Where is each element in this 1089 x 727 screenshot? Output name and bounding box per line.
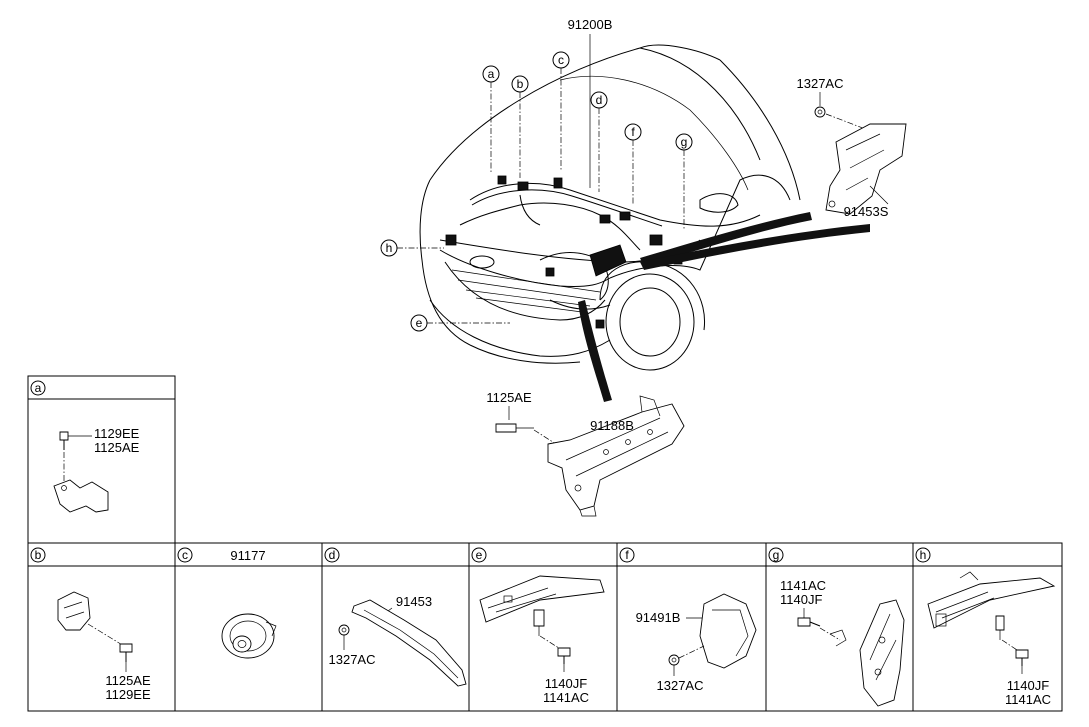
cross-member-assembly: 1125AE 91188B <box>486 390 685 517</box>
cross-member-label: 91188B <box>590 418 634 433</box>
detail-row-frame <box>27 542 1063 712</box>
svg-text:b: b <box>517 77 524 91</box>
svg-text:e: e <box>476 548 483 562</box>
detail-panel-d: d 91453 1327AC <box>324 547 467 687</box>
detail-panel-c: c 91177 <box>177 547 277 659</box>
callout-leaders <box>397 34 685 324</box>
right-nut-label: 1327AC <box>797 76 844 91</box>
svg-text:1141AC: 1141AC <box>1005 692 1051 707</box>
right-bracket-label: 91453S <box>844 204 889 219</box>
svg-text:91491B: 91491B <box>636 610 681 625</box>
callout-g: g <box>675 133 693 151</box>
callout-a: a <box>482 65 500 83</box>
callout-c: c <box>552 51 570 69</box>
vehicle-front-view <box>419 44 801 371</box>
svg-text:g: g <box>681 135 688 149</box>
detail-panel-f: f 91491B 1327AC <box>619 547 757 693</box>
svg-text:1327AC: 1327AC <box>657 678 704 693</box>
svg-text:1129EE: 1129EE <box>105 687 151 702</box>
svg-text:h: h <box>386 241 393 255</box>
svg-text:1140JF: 1140JF <box>545 676 587 691</box>
svg-text:h: h <box>920 548 927 562</box>
callout-f: f <box>624 123 642 141</box>
svg-text:d: d <box>596 93 603 107</box>
right-bracket-assembly: 1327AC 91453S <box>797 76 907 219</box>
callout-e: e <box>410 314 428 332</box>
svg-text:f: f <box>631 125 635 139</box>
svg-text:a: a <box>35 381 42 395</box>
callout-b: b <box>511 75 529 93</box>
detail-panel-b: b 1125AE 1129EE <box>30 547 151 702</box>
callout-d: d <box>590 91 608 109</box>
svg-text:d: d <box>329 548 336 562</box>
callout-h: h <box>380 239 398 257</box>
svg-text:1140JF: 1140JF <box>780 592 822 607</box>
svg-text:1129EE: 1129EE <box>94 426 140 441</box>
detail-panel-e: e 1140JF 1141AC <box>471 547 605 705</box>
svg-text:a: a <box>488 67 495 81</box>
cross-bolt-label: 1125AE <box>486 390 532 405</box>
svg-text:1125AE: 1125AE <box>105 673 151 688</box>
svg-text:1140JF: 1140JF <box>1007 678 1049 693</box>
svg-text:b: b <box>35 548 42 562</box>
detail-panel-g: g 1141AC 1140JF <box>768 547 905 707</box>
svg-text:e: e <box>416 316 423 330</box>
svg-text:1327AC: 1327AC <box>329 652 376 667</box>
harness-part-number: 91200B <box>568 17 613 32</box>
svg-text:c: c <box>182 548 188 562</box>
svg-text:f: f <box>625 548 629 562</box>
svg-text:91177: 91177 <box>230 548 265 563</box>
detail-panel-a: a 1129EE 1125AE <box>27 375 176 544</box>
wiring-harness <box>445 175 870 402</box>
svg-text:1141AC: 1141AC <box>543 690 589 705</box>
svg-text:1141AC: 1141AC <box>780 578 826 593</box>
detail-panel-h: h 1140JF 1141AC <box>915 547 1056 707</box>
svg-text:91453: 91453 <box>396 594 432 609</box>
svg-text:1125AE: 1125AE <box>94 440 140 455</box>
svg-text:c: c <box>558 53 564 67</box>
svg-text:g: g <box>773 548 780 562</box>
